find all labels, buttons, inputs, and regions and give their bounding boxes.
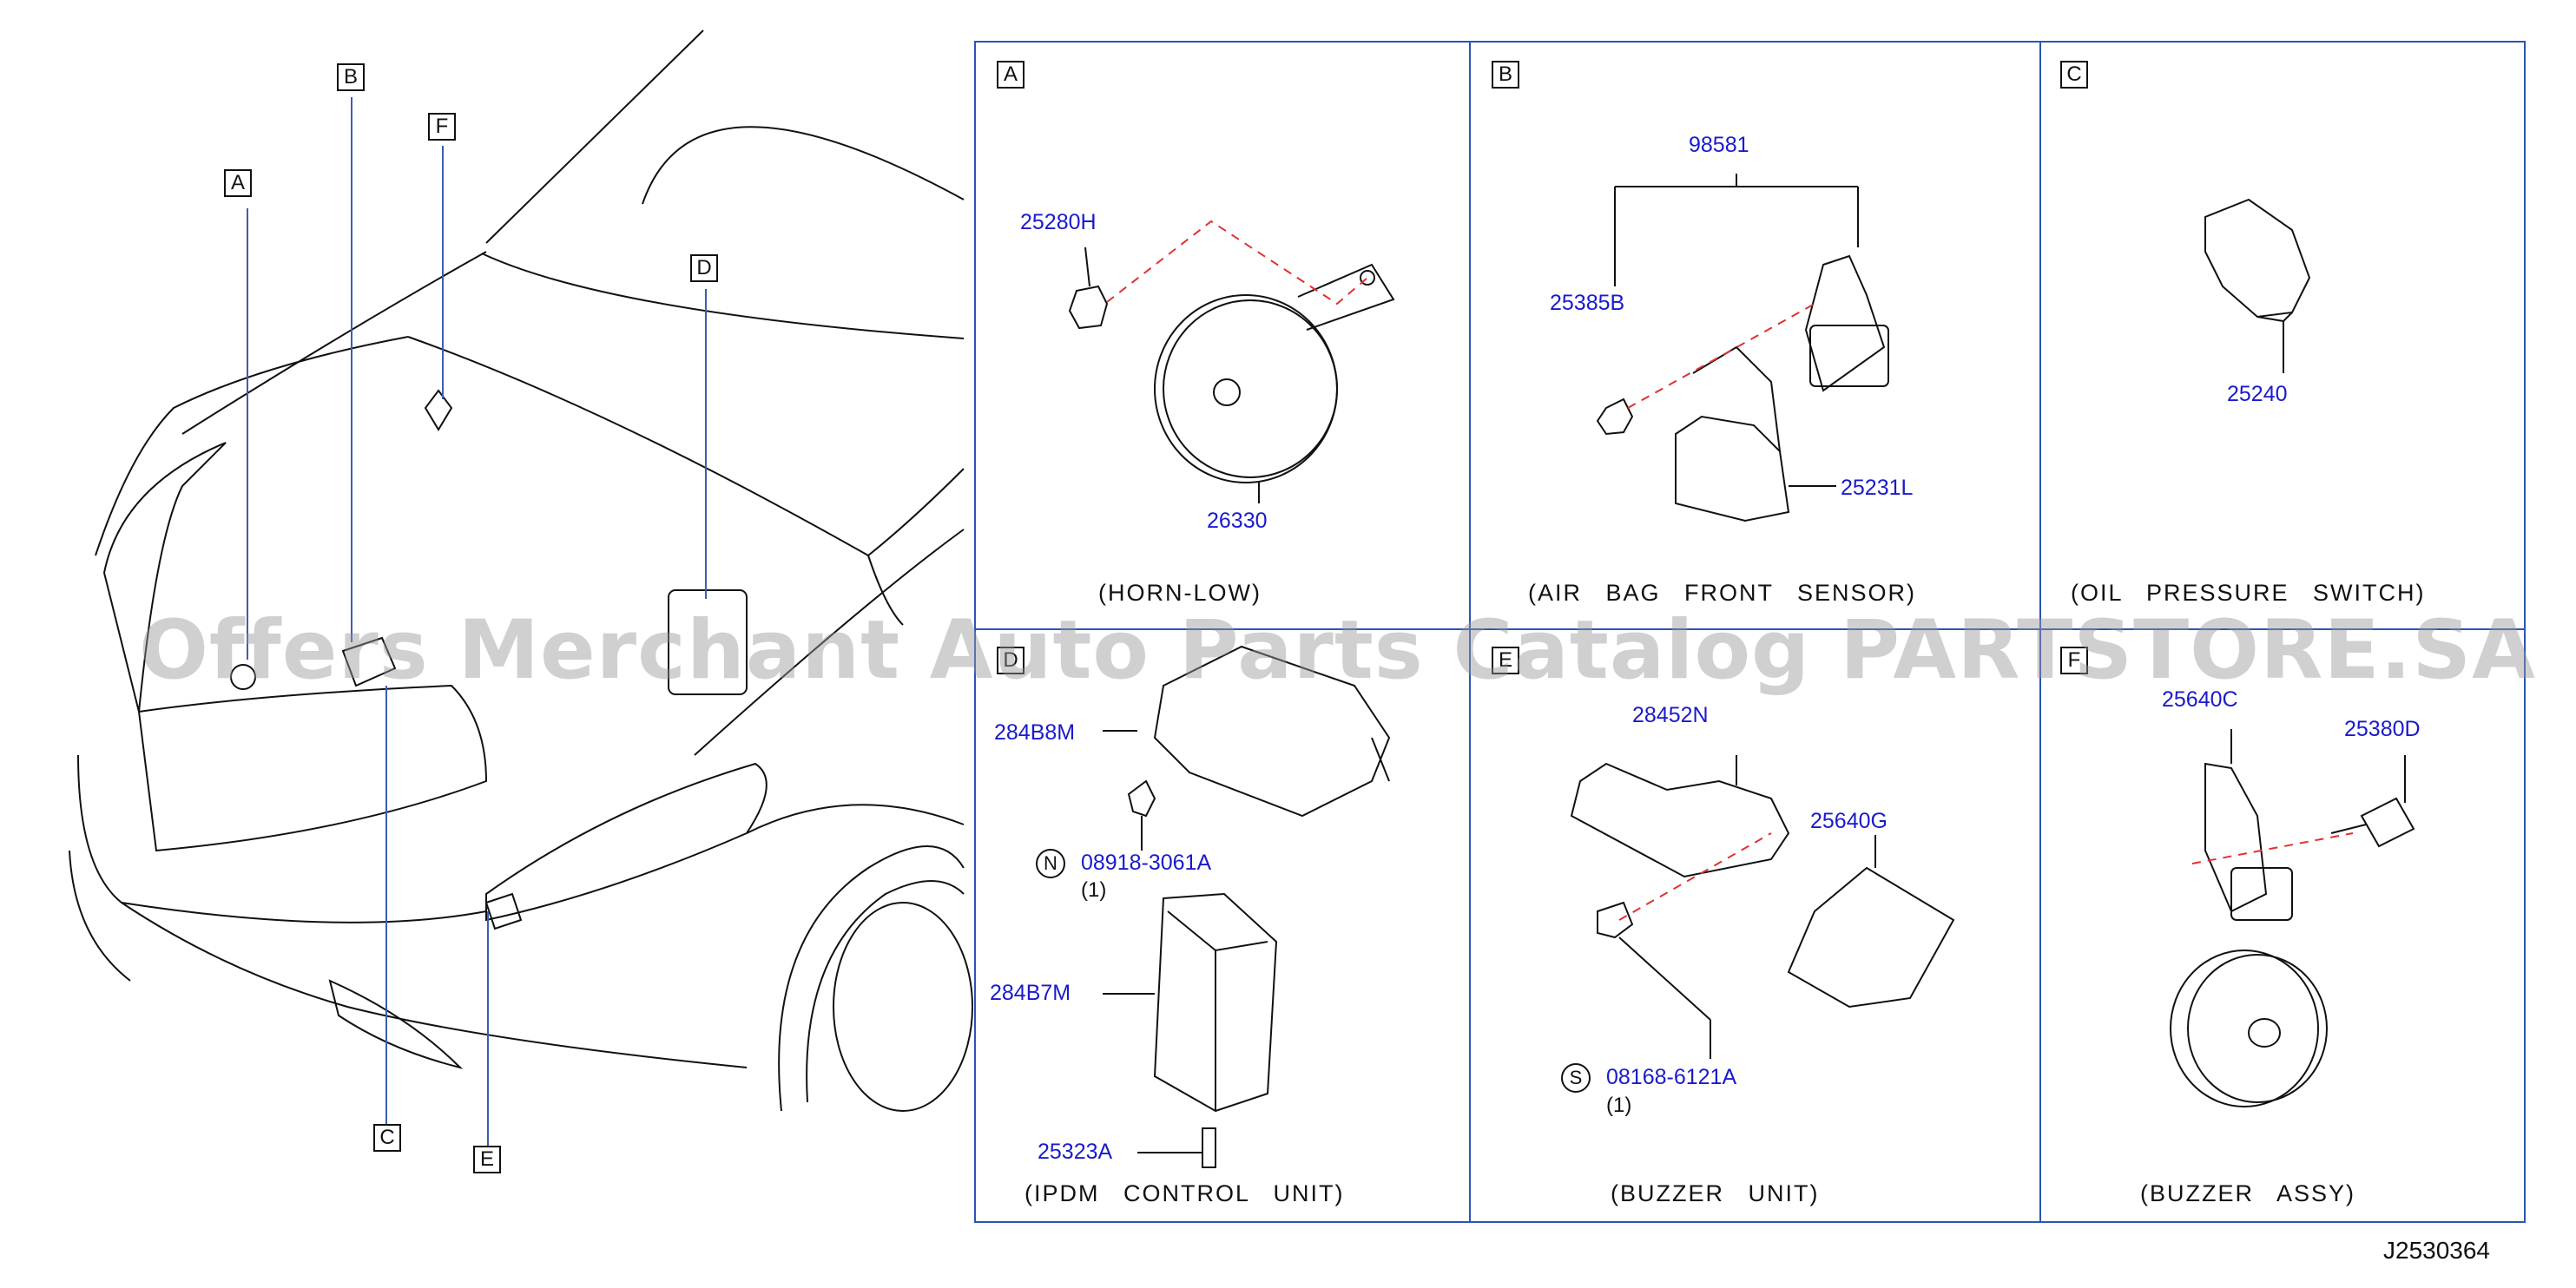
panel-d-letter: D (997, 647, 1024, 674)
callout-leaders (247, 97, 707, 1146)
caption-horn: (HORN-LOW) (1098, 580, 1262, 606)
callout-a: A (224, 169, 252, 197)
airbag-sensor-drawing (1596, 174, 1889, 522)
document-id: J2530364 (2383, 1237, 2491, 1264)
watermark: Offers Merchant Auto Parts Catalog PARTS… (139, 603, 2536, 698)
part-25280h[interactable]: 25280H (1020, 210, 1097, 234)
part-25231l[interactable]: 25231L (1841, 476, 1914, 500)
oil-switch-drawing (2204, 198, 2311, 373)
part-25380d[interactable]: 25380D (2344, 717, 2421, 741)
part-25240[interactable]: 25240 (2227, 382, 2288, 406)
qty-08918: (1) (1081, 878, 1107, 902)
caption-ipdm: (IPDM CONTROL UNIT) (1024, 1180, 1345, 1206)
callout-f: F (428, 113, 456, 141)
panel-grid (974, 41, 2526, 1223)
panel-c-letter: C (2060, 61, 2088, 89)
part-28452n[interactable]: 28452N (1632, 703, 1709, 727)
ipdm-drawing (1103, 645, 1391, 1168)
caption-oil-switch: (OIL PRESSURE SWITCH) (2071, 580, 2426, 606)
part-08918-3061a[interactable]: 08918-3061A (1081, 851, 1212, 875)
callout-d: D (690, 254, 718, 282)
panel-f-letter: F (2060, 647, 2088, 674)
part-08168-6121a[interactable]: 08168-6121A (1606, 1065, 1737, 1089)
horn-drawing (1068, 263, 1395, 503)
buzzer-unit-drawing (1570, 755, 1955, 1059)
nut-symbol: N (1036, 849, 1065, 878)
part-25640g[interactable]: 25640G (1810, 809, 1888, 833)
callout-c: C (373, 1124, 401, 1152)
caption-buzzer-unit: (BUZZER UNIT) (1611, 1180, 1820, 1206)
bolt-symbol: S (1561, 1063, 1591, 1093)
part-25640c[interactable]: 25640C (2162, 687, 2238, 712)
part-25385b[interactable]: 25385B (1550, 291, 1625, 315)
callout-e: E (473, 1146, 501, 1173)
part-26330[interactable]: 26330 (1207, 509, 1268, 533)
qty-08168: (1) (1606, 1094, 1632, 1117)
part-98581[interactable]: 98581 (1689, 133, 1749, 157)
caption-airbag-sensor: (AIR BAG FRONT SENSOR) (1528, 580, 1917, 606)
callout-b: B (337, 63, 365, 91)
caption-buzzer-assy: (BUZZER ASSY) (2140, 1180, 2356, 1206)
panel-e-letter: E (1492, 647, 1519, 674)
buzzer-assy-drawing (2170, 729, 2415, 1107)
part-284b7m[interactable]: 284B7M (990, 981, 1071, 1005)
car-front-outline (69, 30, 973, 1112)
panel-a-letter: A (997, 61, 1024, 89)
panel-b-letter: B (1492, 61, 1519, 89)
part-25323a[interactable]: 25323A (1038, 1140, 1113, 1164)
part-284b8m[interactable]: 284B8M (994, 720, 1076, 745)
